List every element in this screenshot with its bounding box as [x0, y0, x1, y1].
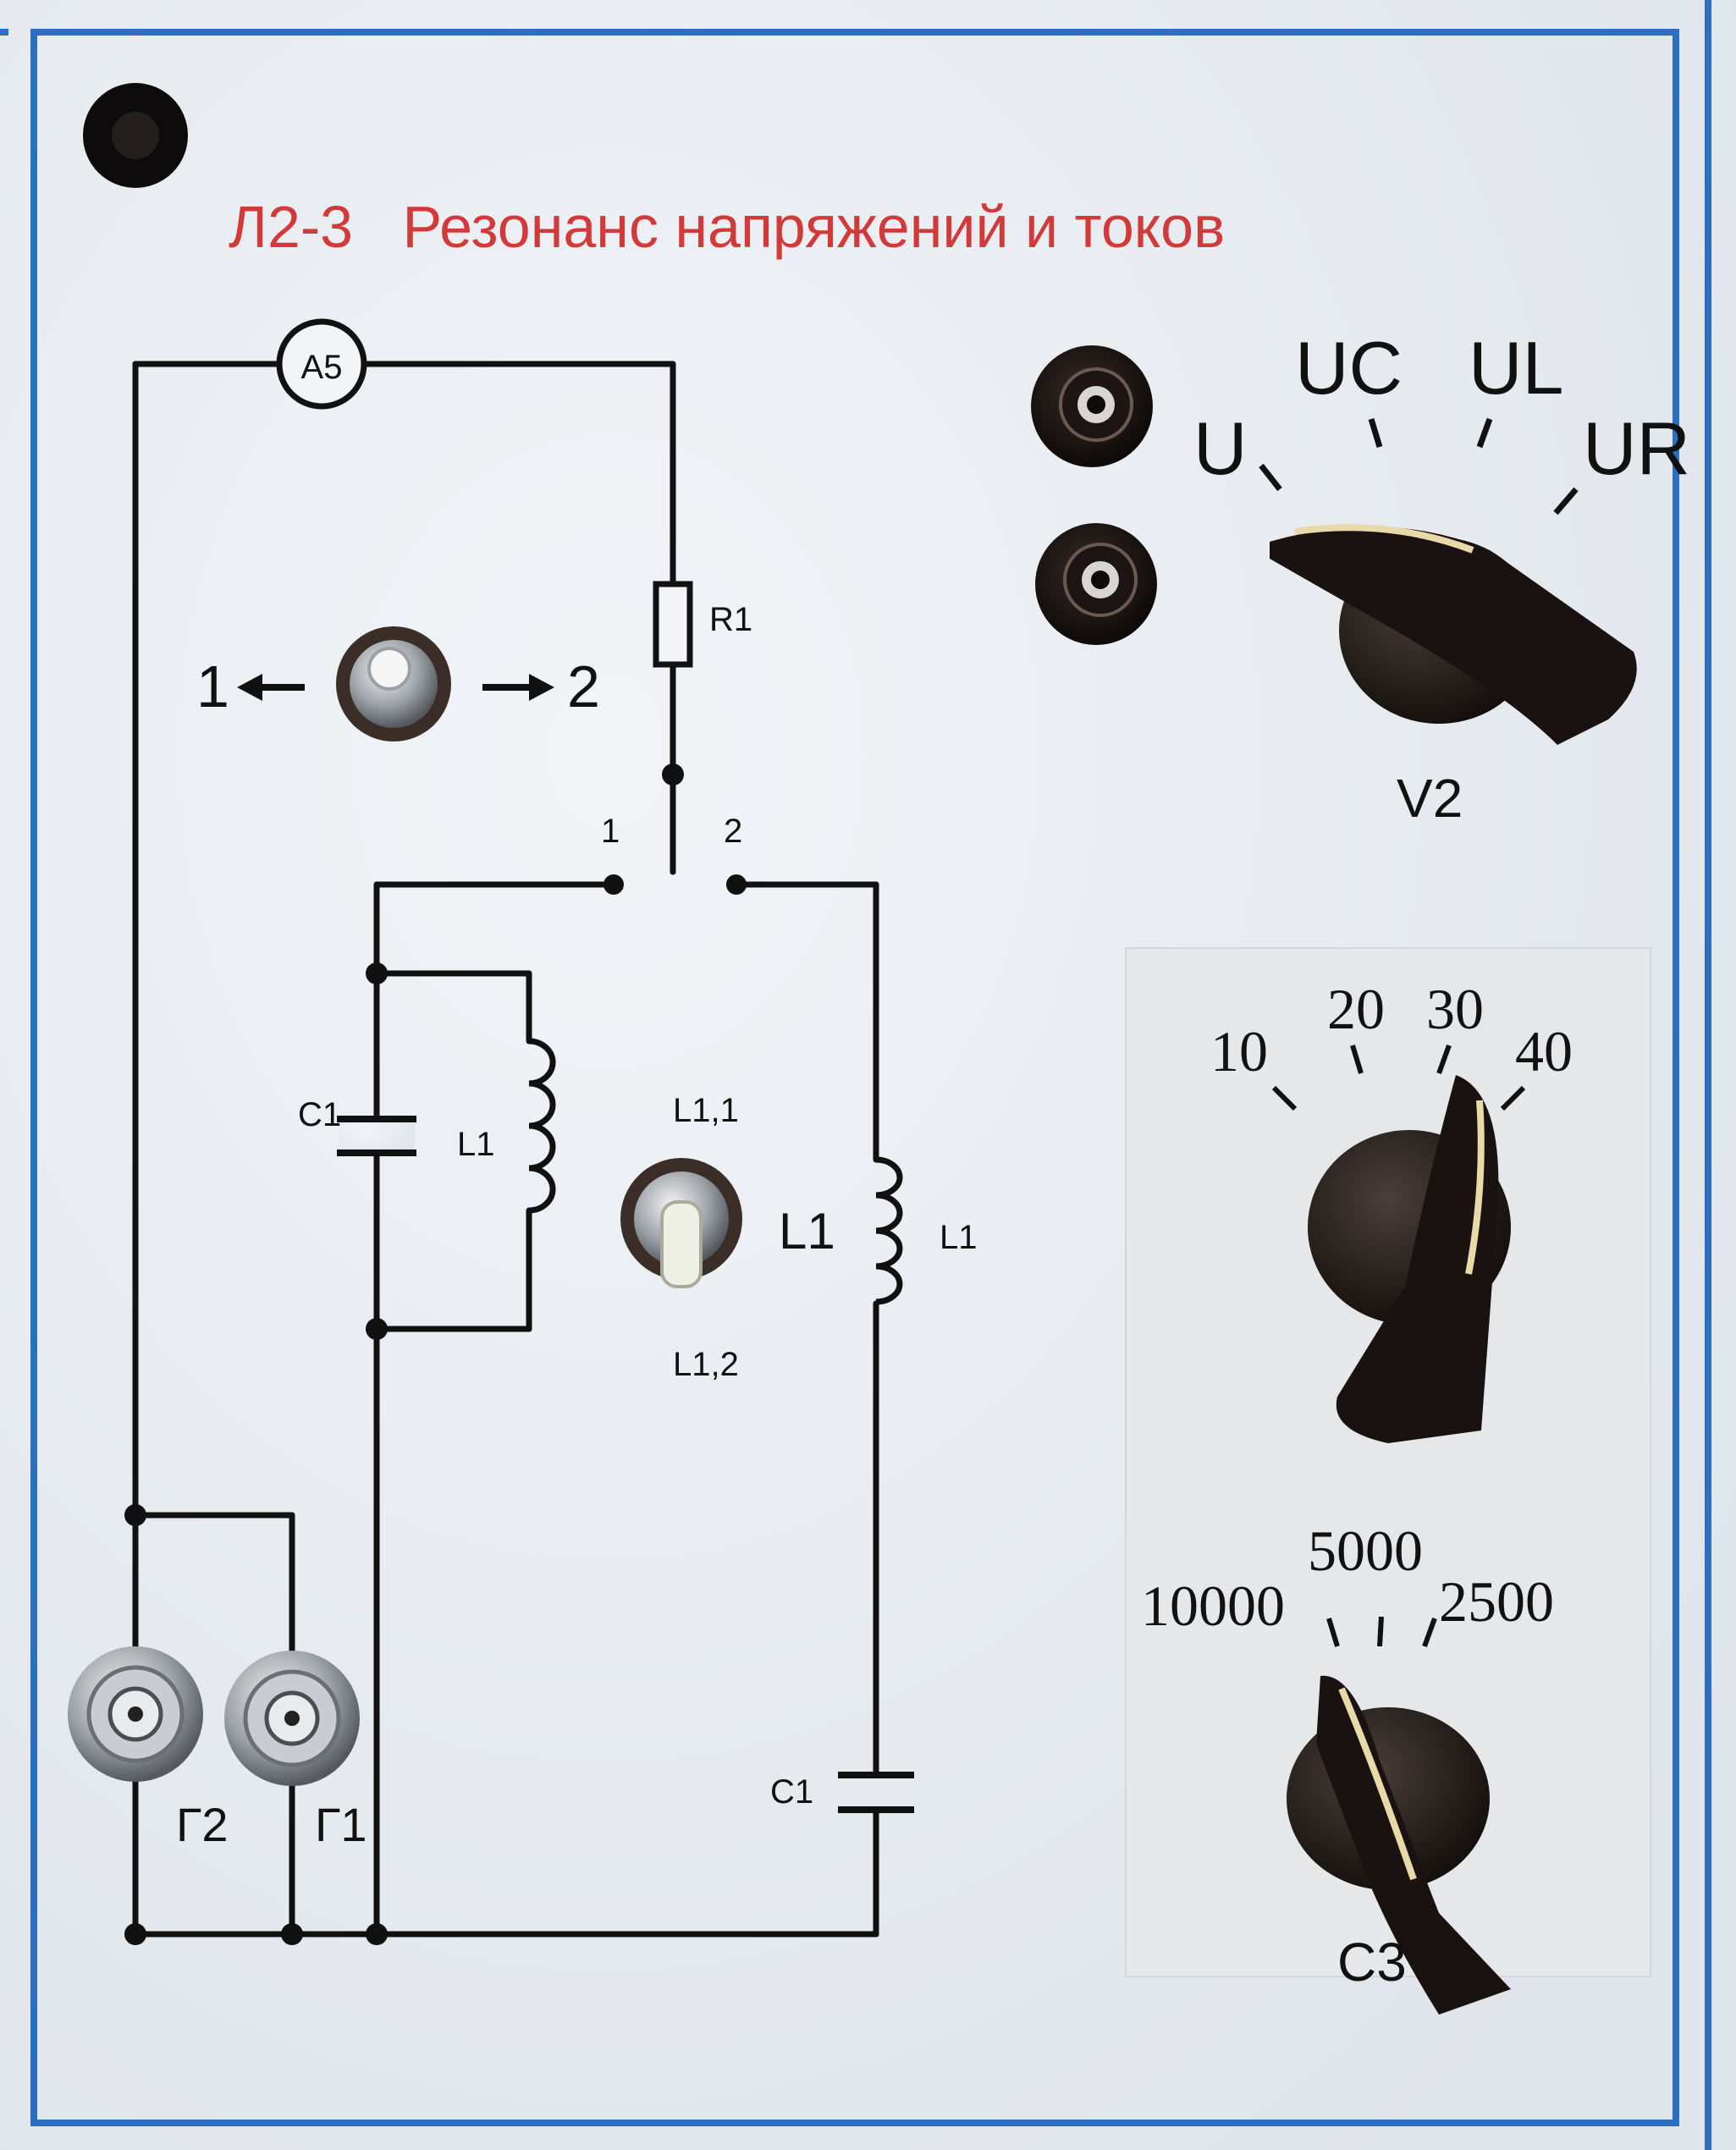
- panel-title: Л2-3 Резонанс напряжений и токов: [229, 194, 1225, 260]
- inductor-right-symbol: L1: [875, 1156, 978, 1305]
- c-position-40: 40: [1515, 1019, 1573, 1083]
- binding-post-upper[interactable]: [1031, 345, 1153, 467]
- generator-2-label: Г2: [176, 1798, 228, 1851]
- mode-toggle-switch[interactable]: [336, 626, 451, 741]
- arrow-right-icon: [482, 674, 554, 701]
- inductor-left-symbol: L1: [457, 1038, 556, 1214]
- ammeter-symbol: A5: [276, 318, 367, 410]
- freq-position-5000: 5000: [1308, 1519, 1423, 1583]
- toggle-left-label: 1: [196, 653, 229, 719]
- inductor-left-label: L1: [457, 1126, 495, 1163]
- capacitor-right-symbol: C1: [770, 1772, 914, 1813]
- binding-post-lower[interactable]: [1035, 523, 1157, 645]
- v2-selector-knob[interactable]: [1270, 524, 1637, 745]
- panel-border: [30, 29, 1679, 2126]
- v2-scale: U UC UL UR: [1193, 326, 1690, 515]
- freq-selector-knob[interactable]: [1287, 1675, 1511, 2015]
- v2-position-ul: UL: [1469, 326, 1564, 410]
- c-selector-knob[interactable]: [1308, 1075, 1511, 1443]
- bnc-connector-g2[interactable]: [68, 1646, 203, 1782]
- resistor-symbol: R1: [653, 581, 752, 668]
- c-position-10: 10: [1210, 1019, 1268, 1083]
- v2-selector-label: V2: [1397, 768, 1463, 829]
- capacitor-left-symbol: C1: [298, 1096, 416, 1156]
- freq-selector-label: C3: [1337, 1932, 1407, 1993]
- switch-position-2-label: 2: [724, 813, 742, 850]
- inductor-tap-toggle-switch[interactable]: [620, 1158, 742, 1288]
- tap-top-label: L1,1: [673, 1092, 739, 1129]
- c-scale: 10 20 30 40: [1210, 977, 1573, 1111]
- toggle-right-label: 2: [567, 653, 600, 719]
- c-position-20: 20: [1327, 977, 1385, 1041]
- v2-position-u: U: [1193, 406, 1248, 490]
- capacitor-left-label: C1: [298, 1096, 341, 1133]
- mounting-screw: [83, 83, 188, 188]
- freq-scale: 10000 5000 2500: [1141, 1519, 1554, 1648]
- ammeter-label: A5: [301, 349, 343, 386]
- junction-dots: [124, 764, 747, 1945]
- generator-1-label: Г1: [315, 1798, 366, 1851]
- freq-position-10000: 10000: [1141, 1574, 1285, 1638]
- v2-position-uc: UC: [1295, 326, 1403, 410]
- tap-bottom-label: L1,2: [673, 1346, 739, 1383]
- arrow-left-icon: [237, 674, 305, 701]
- bnc-connector-g1[interactable]: [224, 1651, 360, 1786]
- c-position-30: 30: [1426, 977, 1484, 1041]
- switch-position-1-label: 1: [601, 813, 620, 850]
- capacitor-right-label: C1: [770, 1773, 813, 1811]
- freq-position-2500: 2500: [1439, 1569, 1554, 1634]
- tap-center-label: L1: [779, 1203, 835, 1260]
- resistor-label: R1: [709, 601, 752, 638]
- v2-position-ur: UR: [1583, 406, 1690, 490]
- inductor-right-label: L1: [940, 1219, 978, 1256]
